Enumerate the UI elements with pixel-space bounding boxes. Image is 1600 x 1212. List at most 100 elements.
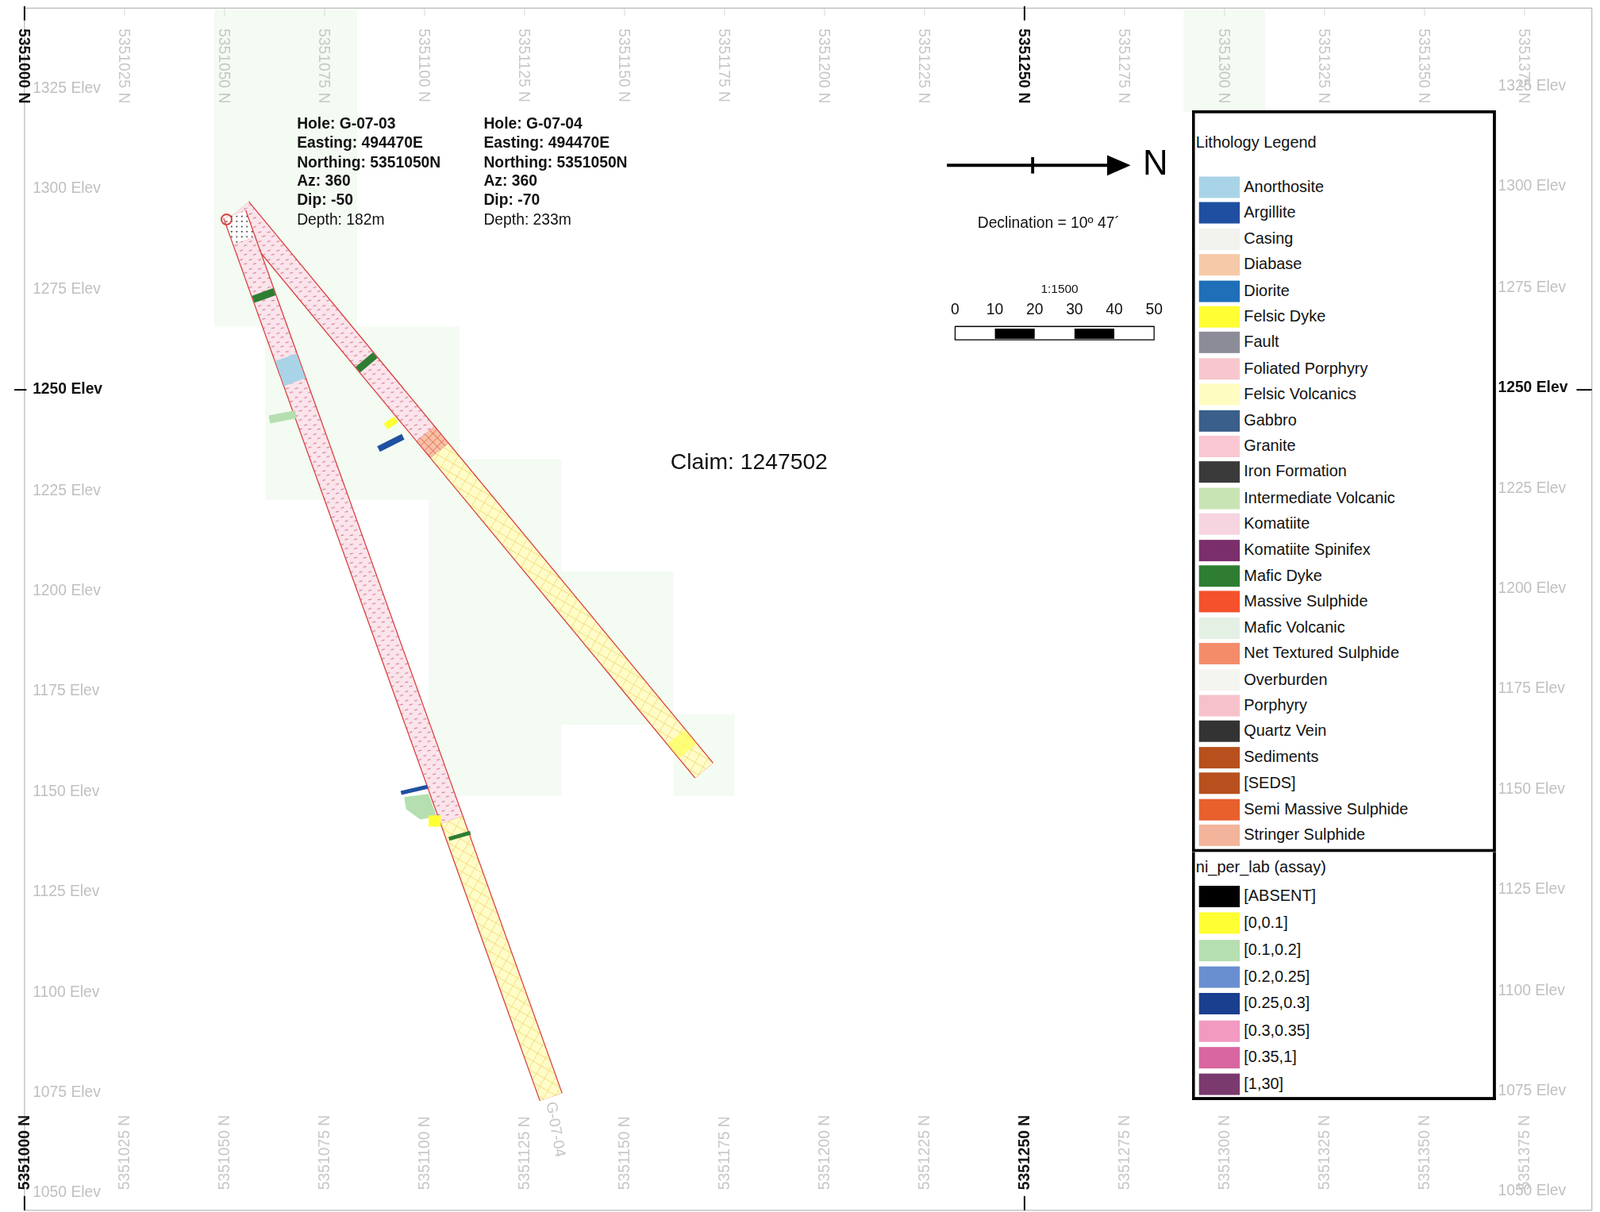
legend-text: Massive Sulphide — [1243, 592, 1368, 611]
elevation-label-left: 1075 Elev — [32, 1082, 101, 1100]
elevation-label-left: 1300 Elev — [32, 179, 101, 197]
hole-info: Dip: -70 — [483, 191, 540, 209]
legend-swatch — [1199, 773, 1240, 795]
legend-text: Quartz Vein — [1243, 722, 1327, 741]
grid-label-bottom: 5351100 N — [415, 1115, 434, 1190]
elevation-label-right: 1150 Elev — [1497, 779, 1565, 797]
hole-info: Az: 360 — [483, 172, 538, 190]
legend-text: Argillite — [1243, 203, 1296, 222]
hole-info: Hole: G-07-04 — [483, 114, 582, 132]
legend-swatch — [1199, 1073, 1240, 1096]
north-arrow — [946, 154, 1131, 176]
elevation-label-left: 1325 Elev — [32, 78, 101, 97]
grid-label-bottom: 5351275 N — [1115, 1115, 1134, 1190]
grid-label-top: 5351325 N — [1315, 28, 1334, 104]
legend-text: [0.1,0.2] — [1243, 940, 1301, 959]
legend-swatch — [1199, 331, 1240, 354]
scale-number: 40 — [1105, 300, 1123, 318]
legend-text: Fault — [1243, 333, 1279, 352]
legend-swatch — [1199, 306, 1240, 328]
elevation-label-left: 1225 Elev — [32, 480, 101, 498]
legend-swatch — [1199, 992, 1240, 1015]
legend-text: [0.3,0.35] — [1243, 1020, 1310, 1039]
legend-title: Lithology Legend — [1196, 133, 1317, 152]
elevation-label-left: 1100 Elev — [32, 982, 100, 1000]
legend-text: Foliated Porphyry — [1243, 358, 1368, 377]
elevation-label-right: 1125 Elev — [1497, 880, 1565, 898]
legend-text: Mafic Volcanic — [1243, 618, 1345, 637]
elevation-label-right: 1325 Elev — [1497, 76, 1566, 94]
legend-swatch — [1199, 1046, 1240, 1069]
grid-label-top: 5351225 N — [915, 28, 934, 104]
elevation-label-right: 1050 Elev — [1497, 1180, 1566, 1199]
grid-label-top: 5351200 N — [815, 28, 834, 104]
legend-text: [0.35,1] — [1243, 1047, 1297, 1066]
elevation-label-right: 1075 Elev — [1497, 1080, 1566, 1099]
legend-swatch — [1199, 435, 1240, 458]
legend-swatch — [1199, 176, 1240, 198]
grid-label-bottom: 5351150 N — [615, 1115, 634, 1190]
grid-label-top: 5351100 N — [415, 28, 434, 103]
grid-label-bottom: 5351000 N — [15, 1115, 34, 1190]
elevation-label-left: 1250 Elev — [32, 380, 103, 398]
legend-text: Overburden — [1243, 669, 1327, 689]
grid-label-bottom: 5351175 N — [715, 1115, 734, 1190]
elevation-label-right: 1275 Elev — [1497, 276, 1566, 295]
grid-label-bottom: 5351075 N — [315, 1115, 334, 1190]
grid-label-top: 5351350 N — [1415, 28, 1434, 104]
legend-swatch — [1199, 384, 1240, 406]
legend-swatch — [1199, 539, 1240, 562]
legend-text: Mafic Dyke — [1243, 566, 1323, 585]
hole-info: Depth: 233m — [483, 210, 571, 228]
legend-text: Granite — [1243, 436, 1296, 455]
legend-text: Gabbro — [1243, 411, 1297, 430]
legend-text: [ABSENT] — [1243, 886, 1316, 905]
north-label: N — [1142, 142, 1169, 183]
legend-text: Semi Massive Sulphide — [1243, 799, 1408, 818]
legend-swatch — [1199, 965, 1240, 988]
legend-box: Lithology LegendAnorthositeArgilliteCasi… — [1192, 110, 1497, 853]
legend-text: Net Textured Sulphide — [1243, 644, 1400, 663]
map-frame — [24, 7, 1593, 1211]
elevation-label-left: 1150 Elev — [32, 781, 100, 800]
legend-text: Iron Formation — [1243, 462, 1347, 481]
legend-swatch — [1199, 280, 1240, 302]
legend-swatch — [1199, 746, 1240, 769]
hole-info: Easting: 494470E — [296, 133, 424, 151]
elevation-label-right: 1200 Elev — [1497, 578, 1566, 597]
grid-label-bottom: 5351350 N — [1415, 1115, 1434, 1190]
scale-ratio: 1:1500 — [1040, 282, 1078, 297]
legend-text: Intermediate Volcanic — [1243, 488, 1396, 508]
grid-label-top: 5351000 N — [15, 28, 34, 104]
major-ticks — [14, 6, 1593, 1211]
legend-swatch — [1199, 591, 1240, 613]
grid-label-top: 5351300 N — [1215, 28, 1234, 104]
legend-text: [0.2,0.25] — [1243, 967, 1310, 986]
scale-number: 0 — [950, 300, 960, 318]
hole-info: Northing: 5351050N — [296, 152, 441, 170]
legend-text: Stringer Sulphide — [1243, 825, 1366, 844]
grid-label-top: 5351150 N — [615, 28, 634, 103]
legend-text: Komatiite Spinifex — [1243, 540, 1371, 559]
legend-title: ni_per_lab (assay) — [1196, 857, 1327, 877]
legend-text: Diabase — [1243, 255, 1302, 274]
elevation-label-left: 1125 Elev — [32, 881, 100, 900]
elevation-label-right: 1300 Elev — [1497, 176, 1566, 195]
legend-swatch — [1199, 487, 1240, 509]
grid-label-top: 5351125 N — [515, 28, 534, 103]
legend-swatch — [1199, 1019, 1240, 1042]
legend-box: ni_per_lab (assay) [ABSENT] [0,0.1] [0.1,0.… — [1192, 852, 1497, 1100]
elevation-label-right: 1250 Elev — [1497, 377, 1568, 396]
hole-info: Northing: 5351050N — [483, 152, 627, 170]
scale-number: 10 — [986, 300, 1004, 318]
legend-text: Casing — [1243, 229, 1293, 248]
scale-number: 50 — [1145, 300, 1162, 318]
grid-label-top: 5351275 N — [1115, 28, 1134, 104]
scale-number: 20 — [1026, 300, 1043, 318]
legend-swatch — [1199, 939, 1240, 962]
elevation-label-left: 1050 Elev — [32, 1183, 101, 1201]
legend-swatch — [1199, 253, 1240, 276]
legend-text: Anorthosite — [1243, 177, 1324, 197]
legend-text: [0,0.1] — [1243, 913, 1288, 932]
legend-text: [1,30] — [1243, 1074, 1284, 1093]
